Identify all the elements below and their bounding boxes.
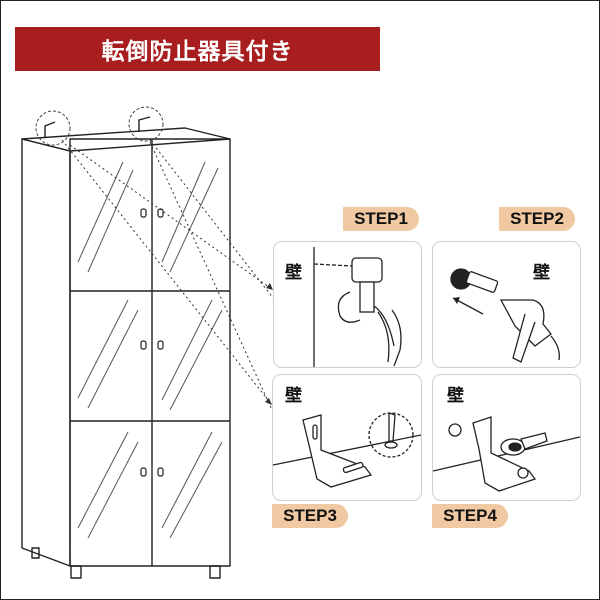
cabinet-front (69, 138, 231, 567)
wall-label: 壁 (533, 263, 550, 283)
callout-circle-left (35, 110, 71, 146)
hammer-icon (450, 268, 560, 363)
door-knobs (140, 208, 164, 477)
glass-reflections (77, 161, 223, 539)
step3-label: STEP3 (283, 506, 337, 525)
cabinet-leg (31, 547, 40, 559)
leader-lines (61, 139, 274, 411)
step3-badge: STEP3 (272, 504, 348, 528)
step4-panel: 壁 (432, 374, 581, 501)
l-bracket-icon (44, 116, 151, 138)
cabinet-leg (70, 565, 82, 579)
cabinet-leg (209, 565, 221, 579)
step3-panel: 壁 (272, 374, 422, 501)
washer-icon (433, 416, 580, 492)
drill-icon (313, 247, 402, 367)
step2-label: STEP2 (510, 209, 564, 228)
cabinet-side (21, 138, 71, 567)
step1-label: STEP1 (354, 209, 408, 228)
wall-label: 壁 (285, 263, 302, 283)
step2-panel: 壁 (432, 241, 581, 368)
step1-panel: 壁 (273, 241, 422, 368)
step2-badge: STEP2 (499, 207, 575, 231)
l-bracket-icon (273, 412, 421, 488)
step4-badge: STEP4 (432, 504, 508, 528)
callout-circle-right (128, 106, 164, 142)
title-banner: 転倒防止器具付き (15, 27, 380, 71)
wall-label: 壁 (285, 386, 302, 406)
banner-title: 転倒防止器具付き (101, 39, 294, 65)
step1-badge: STEP1 (343, 207, 419, 231)
wall-label: 壁 (447, 386, 464, 406)
step4-label: STEP4 (443, 506, 497, 525)
screw-icon (368, 412, 414, 458)
